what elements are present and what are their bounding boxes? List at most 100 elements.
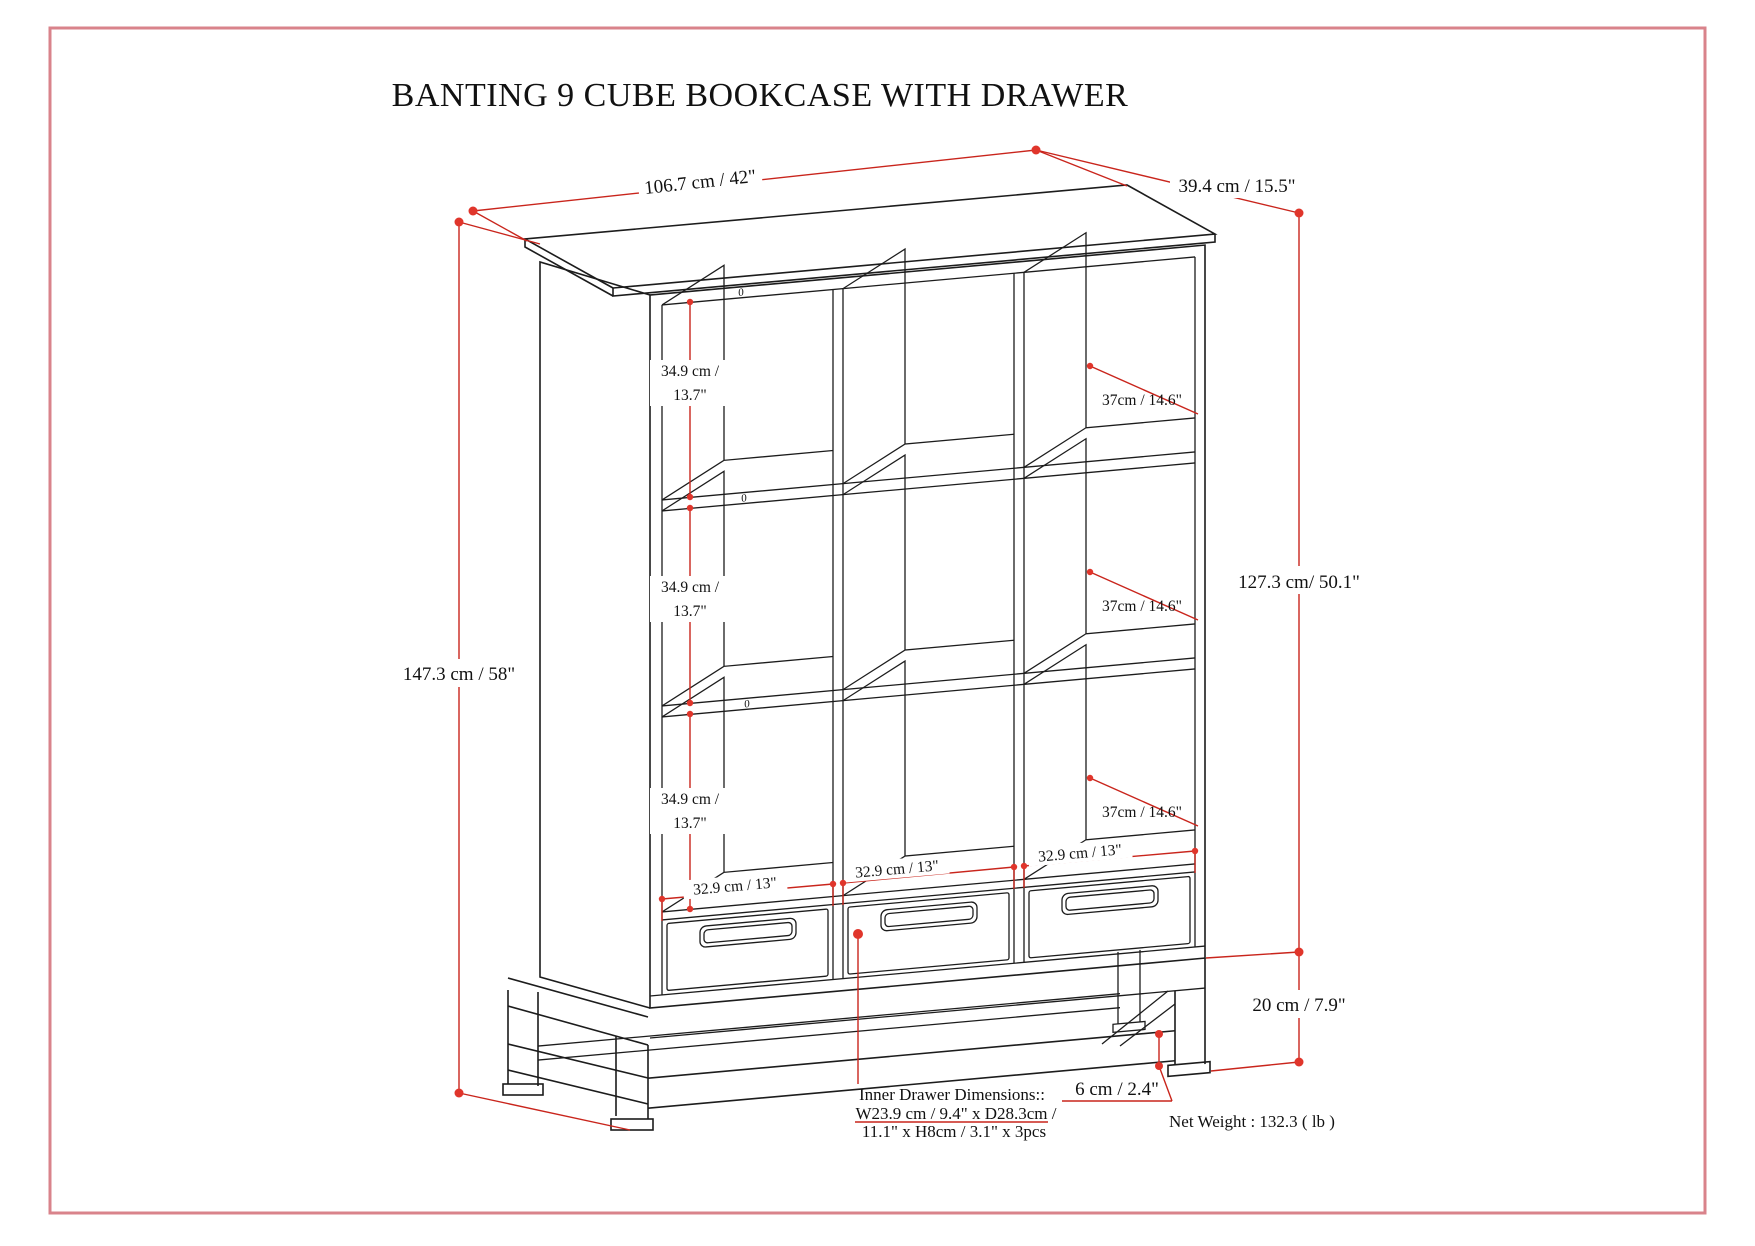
- cam-mark-3: 0: [744, 698, 750, 711]
- label-total-height: 147.3 cm / 58": [403, 664, 515, 685]
- dimension-labels: 106.7 cm / 42" 39.4 cm / 15.5" 147.3 cm …: [403, 166, 1360, 1100]
- carcass-inner-edges: [650, 256, 1205, 997]
- dot-drawer: [853, 929, 863, 939]
- bg-total-height: [399, 659, 519, 687]
- cam-mark-1: 0: [738, 287, 744, 300]
- dim-cube-depth-lines: [1089, 365, 1199, 827]
- base-left-stretcher: [507, 1043, 649, 1105]
- label-cube-depth-1: 37cm / 14.6": [1102, 392, 1182, 409]
- dot-cube-d3: [1086, 774, 1094, 782]
- dot-tube-top: [1155, 1030, 1163, 1038]
- label-cube-h3-line2: 13.7": [673, 815, 706, 832]
- bg-cabinet-height: [1229, 566, 1369, 594]
- inner-drawer-dimensions-line3: 11.1" x H8cm / 3.1" x 3pcs: [862, 1122, 1046, 1141]
- label-cube-w2-group: 32.9 cm / 13": [855, 857, 940, 881]
- bg-cube-w3: [1027, 838, 1133, 867]
- base-front-rail-bottom: [650, 987, 1205, 1039]
- bg-cube-h3: [650, 788, 730, 834]
- dot-cube-h1-a: [686, 298, 694, 306]
- base-left-front-leg: [615, 1036, 649, 1119]
- label-depth: 39.4 cm / 15.5": [1179, 176, 1296, 197]
- bg-cube-h2: [650, 576, 730, 622]
- base-right-back-leg: [1117, 949, 1141, 1024]
- label-cube-h2-line1: 34.9 cm /: [661, 579, 720, 596]
- label-cabinet-height: 127.3 cm/ 50.1": [1238, 572, 1360, 593]
- dot-cube-h2-a: [686, 504, 694, 512]
- drawer-3-handle-inner: [1065, 889, 1155, 911]
- dim-total-height-line: [458, 221, 631, 1131]
- dot-cube-d1: [1086, 362, 1094, 370]
- bg-cube-w1-group: [682, 871, 788, 900]
- dot-cube-w1-a: [658, 895, 666, 903]
- label-cube-w1-group: 32.9 cm / 13": [693, 874, 778, 898]
- label-cube-h2-line2: 13.7": [673, 603, 706, 620]
- dot-base-bottom: [1294, 1057, 1304, 1067]
- drawer-2-handle: [880, 901, 978, 932]
- dot-cube-w2-a: [839, 879, 847, 887]
- label-backplates: [399, 161, 1369, 1018]
- base-left-frame: [502, 977, 1176, 1131]
- dim-drawer-leader: [855, 934, 1048, 1123]
- base-diagonal-brace: [1101, 990, 1176, 1047]
- dot-cabinet-bottom: [1294, 947, 1304, 957]
- base-right-front-leg: [1174, 957, 1206, 1065]
- base-left-back-foot: [502, 1083, 544, 1096]
- front-face: 0 0 0: [538, 231, 1211, 1109]
- top-panel-surface: [522, 184, 1218, 289]
- dimension-dots: [454, 145, 1304, 1098]
- cube-r2-c3: [1023, 437, 1195, 674]
- base-front-stretcher: [648, 1029, 1175, 1109]
- dot-height-top: [454, 217, 464, 227]
- cam-mark-2: 0: [741, 492, 747, 505]
- label-cube-h1-line2: 13.7": [673, 387, 706, 404]
- dot-width-left: [468, 206, 478, 216]
- drawer-3: [1028, 875, 1191, 959]
- side-panel: [539, 260, 651, 1009]
- dim-tube-lines: [1062, 1034, 1173, 1102]
- notes: Inner Drawer Dimensions:: W23.9 cm / 9.4…: [856, 1085, 1335, 1141]
- top-panel-front-edge: [612, 234, 1216, 297]
- dot-height-bottom: [454, 1088, 464, 1098]
- base-left-rail: [507, 977, 649, 1046]
- dot-cube-h3-a: [686, 710, 694, 718]
- bg-cube-w1: [682, 871, 788, 900]
- bg-cube-w2-group: [844, 854, 950, 883]
- label-cube-w3-group: 32.9 cm / 13": [1038, 841, 1123, 865]
- base-back-stretcher: [538, 993, 1120, 1061]
- bg-cube-w2: [844, 854, 950, 883]
- label-cube-h3-line1: 34.9 cm /: [661, 791, 720, 808]
- bg-cube-w3-group: [1027, 838, 1133, 867]
- dim-width-leaders: [472, 149, 1128, 242]
- label-cube-width-2: 32.9 cm / 13": [855, 857, 940, 881]
- dimension-annotations: 106.7 cm / 42" 39.4 cm / 15.5" 147.3 cm …: [399, 145, 1369, 1141]
- inner-drawer-dimensions-line2: W23.9 cm / 9.4" x D28.3cm /: [856, 1104, 1057, 1123]
- label-cube-width-3: 32.9 cm / 13": [1038, 841, 1123, 865]
- shelves: [662, 451, 1195, 921]
- base-left-front-foot: [610, 1118, 654, 1131]
- cube-r1-c3: [1023, 231, 1195, 468]
- label-base-height: 20 cm / 7.9": [1252, 995, 1345, 1016]
- dividers: [832, 272, 1025, 980]
- dot-cube-w3-a: [1020, 862, 1028, 870]
- drawers: [666, 875, 1191, 991]
- top-panel-left-edge: [524, 239, 614, 297]
- dot-depth-right: [1294, 208, 1304, 218]
- drawer-1-handle: [699, 917, 797, 948]
- dot-tube-bottom: [1155, 1062, 1163, 1070]
- cube-r2-c1: [661, 470, 833, 707]
- base-right-front-foot: [1167, 1060, 1211, 1078]
- dimension-lines: [458, 149, 1300, 1131]
- bg-width-group: [636, 161, 763, 199]
- bg-base-height: [1243, 990, 1355, 1018]
- bookcase-drawing: 0 0 0: [502, 184, 1218, 1131]
- dot-cube-d2: [1086, 568, 1094, 576]
- dot-cube-h3-b: [686, 905, 694, 913]
- top-rail: [662, 256, 1195, 306]
- dot-cube-w3-b: [1191, 847, 1199, 855]
- page-title: BANTING 9 CUBE BOOKCASE WITH DRAWER: [392, 77, 1129, 114]
- dim-cube-width-drops: [661, 851, 1196, 921]
- bg-depth: [1170, 172, 1306, 198]
- base-left-back-leg: [507, 990, 539, 1086]
